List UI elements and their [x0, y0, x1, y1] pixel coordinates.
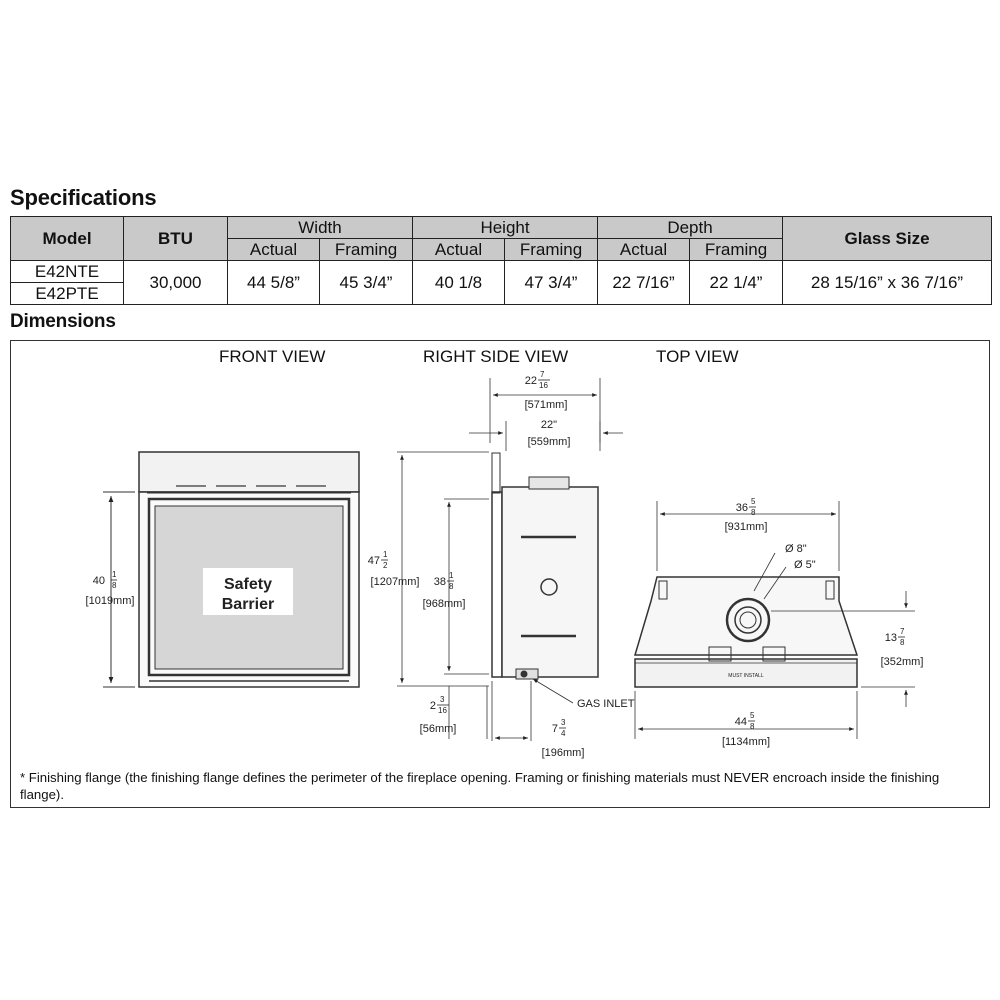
top-front-mm: [1134mm] — [722, 736, 770, 748]
side-gas-num: 3 — [561, 718, 566, 727]
side-opening-den: 8 — [449, 582, 454, 591]
side-base-mm: [56mm] — [420, 723, 457, 735]
header-width-actual: Actual — [227, 238, 320, 261]
cell-depth-framing: 22 1/4” — [689, 260, 784, 305]
cell-glass-size: 28 15/16” x 36 7/16” — [782, 260, 993, 305]
cell-width-actual: 44 5/8” — [227, 260, 320, 305]
top-back-den: 8 — [751, 508, 756, 517]
specifications-heading: Specifications — [10, 185, 157, 210]
cell-btu: 30,000 — [123, 260, 228, 305]
cell-model-2: E42PTE — [10, 282, 124, 305]
side-overall-num: 1 — [383, 550, 388, 559]
header-width-framing: Framing — [319, 238, 413, 261]
cell-depth-actual: 22 7/16” — [597, 260, 691, 305]
top-front-whole: 44 — [735, 716, 747, 728]
side-overall-mm: [1207mm] — [371, 576, 420, 588]
vent-outer-label: Ø 8" — [785, 543, 807, 555]
top-view-title: TOP VIEW — [656, 347, 739, 366]
side-depth-den: 16 — [539, 381, 548, 390]
specifications-table: Model BTU Width Height Depth Glass Size … — [10, 216, 993, 305]
side-overall-whole: 47 — [368, 555, 380, 567]
side-framing-depth-mm: [559mm] — [528, 436, 571, 448]
side-gas-den: 4 — [561, 729, 566, 738]
header-width: Width — [227, 216, 413, 239]
side-base-whole: 2 — [430, 700, 436, 712]
right-side-view-title: RIGHT SIDE VIEW — [423, 347, 569, 366]
side-view-drawing — [397, 378, 623, 741]
top-front-label: MUST INSTALL — [728, 673, 764, 679]
top-front-num: 5 — [750, 711, 755, 720]
side-opening-mm: [968mm] — [423, 598, 466, 610]
vent-inner-label: Ø 5" — [794, 559, 816, 571]
top-back-mm: [931mm] — [725, 521, 768, 533]
front-view-title: FRONT VIEW — [219, 347, 326, 366]
top-view-drawing — [633, 501, 915, 739]
top-depth-mm: [352mm] — [881, 656, 924, 668]
barrier-line1: Safety — [224, 576, 272, 593]
side-base-num: 3 — [440, 695, 445, 704]
cell-width-framing: 45 3/4” — [319, 260, 413, 305]
side-opening-whole: 38 — [434, 576, 446, 588]
header-height-actual: Actual — [412, 238, 505, 261]
header-depth-actual: Actual — [597, 238, 691, 261]
header-btu: BTU — [123, 216, 228, 261]
side-gas-whole: 7 — [552, 723, 558, 735]
dimension-drawings: Safety Barrier 40 1 8 [1019mm] — [86, 370, 924, 759]
top-depth-num: 7 — [900, 627, 905, 636]
dimensions-panel: FRONT VIEW RIGHT SIDE VIEW TOP VIEW S — [10, 340, 990, 808]
top-depth-den: 8 — [900, 638, 905, 647]
front-height-mm: [1019mm] — [86, 595, 135, 607]
top-depth-whole: 13 — [885, 632, 897, 644]
cell-height-framing: 47 3/4” — [503, 260, 599, 305]
cell-height-actual: 40 1/8 — [412, 260, 505, 305]
front-height-den: 8 — [112, 581, 117, 590]
top-back-num: 5 — [751, 497, 756, 506]
side-opening-num: 1 — [449, 571, 454, 580]
side-gas-mm: [196mm] — [542, 747, 585, 759]
gas-inlet-label: GAS INLET — [577, 698, 635, 710]
side-overall-den: 2 — [383, 561, 388, 570]
finishing-flange-footnote: * Finishing flange (the finishing flange… — [20, 770, 940, 802]
front-height-whole: 40 — [93, 575, 105, 587]
header-model: Model — [10, 216, 124, 261]
cell-model-1: E42NTE — [10, 260, 124, 283]
front-height-num: 1 — [112, 570, 117, 579]
front-view-drawing — [103, 451, 360, 688]
side-depth-mm: [571mm] — [525, 399, 568, 411]
header-depth: Depth — [597, 216, 784, 239]
barrier-line2: Barrier — [222, 596, 274, 613]
side-depth-num: 7 — [540, 370, 545, 379]
header-height-framing: Framing — [503, 238, 599, 261]
top-front-den: 8 — [750, 722, 755, 731]
side-depth-whole: 22 — [525, 375, 537, 387]
side-base-den: 16 — [438, 706, 447, 715]
side-framing-depth: 22" — [541, 419, 557, 431]
header-glass-size: Glass Size — [782, 216, 993, 261]
top-back-whole: 36 — [736, 502, 748, 514]
dimensions-heading: Dimensions — [10, 311, 116, 332]
header-depth-framing: Framing — [689, 238, 784, 261]
header-height: Height — [411, 216, 599, 239]
